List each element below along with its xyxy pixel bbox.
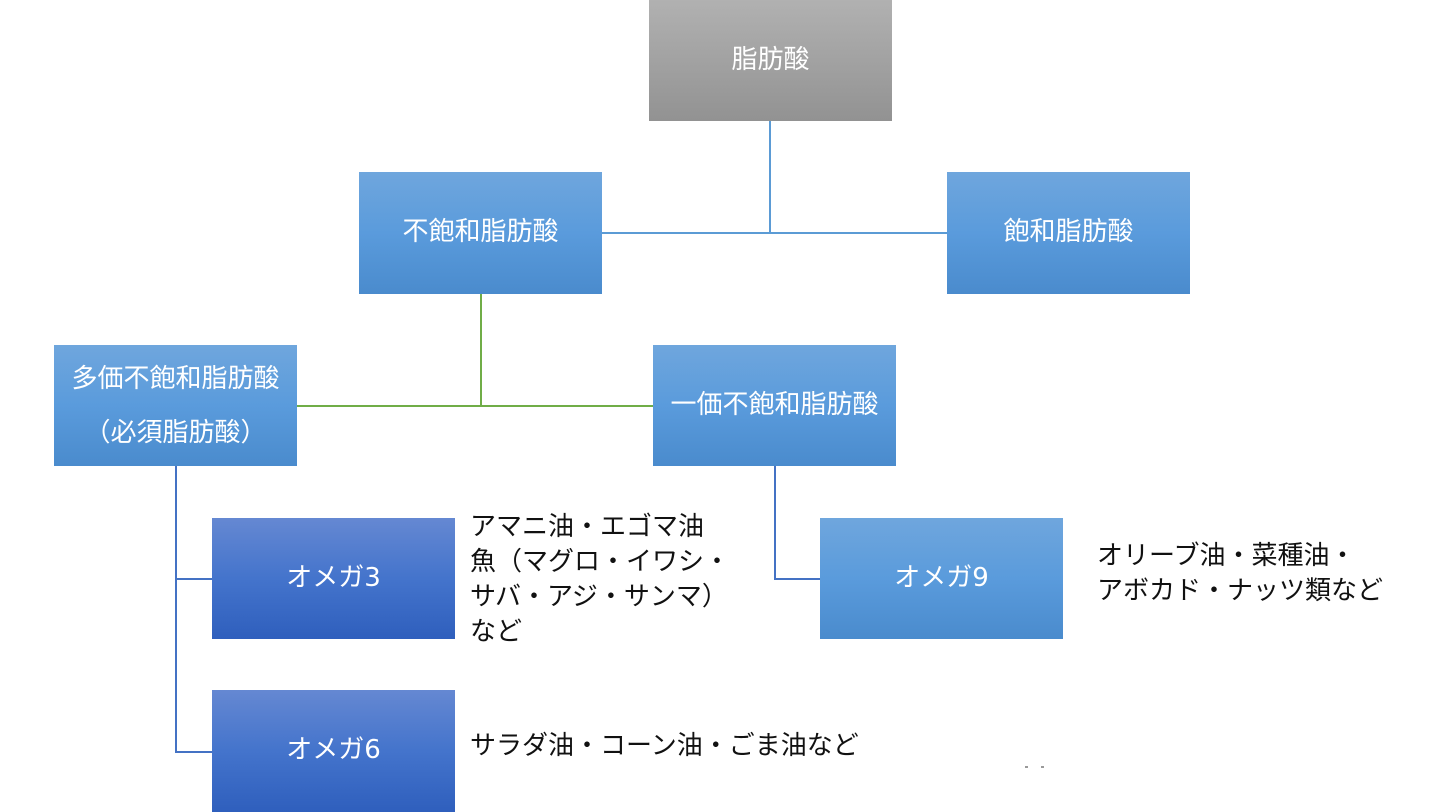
node-label: 一価不飽和脂肪酸: [670, 389, 879, 420]
connector-unsaturated-vertical: [480, 294, 482, 407]
description-line: アボカド・ナッツ類など: [1097, 576, 1384, 606]
description-line: オリーブ油・菜種油・: [1097, 541, 1356, 571]
node-omega3: オメガ3: [212, 518, 455, 639]
node-label: 不飽和脂肪酸: [402, 217, 559, 248]
description-line: 魚（マグロ・イワシ・: [470, 547, 731, 577]
connector-poly-vertical: [175, 466, 177, 753]
omega9-description: オリーブ油・菜種油・ アボカド・ナッツ類など: [1097, 539, 1383, 609]
node-label-line-2: （必須脂肪酸）: [84, 417, 267, 448]
connector-omega9-horizontal: [774, 578, 820, 580]
node-omega6: オメガ6: [212, 690, 455, 812]
node-label-line-1: 多価不飽和脂肪酸: [71, 363, 280, 394]
node-label: オメガ3: [286, 562, 381, 593]
node-label: 脂肪酸: [731, 44, 810, 75]
connector-level2-horizontal: [297, 405, 653, 407]
connector-omega3-horizontal: [175, 578, 212, 580]
stray-mark: [1025, 766, 1028, 768]
node-polyunsaturated-fatty-acid: 多価不飽和脂肪酸 （必須脂肪酸）: [54, 345, 297, 466]
node-monounsaturated-fatty-acid: 一価不飽和脂肪酸: [653, 345, 896, 466]
node-saturated-fatty-acid: 飽和脂肪酸: [947, 172, 1190, 294]
connector-level1-horizontal: [602, 232, 947, 234]
node-fatty-acid: 脂肪酸: [649, 0, 892, 121]
omega6-description: サラダ油・コーン油・ごま油など: [470, 729, 859, 764]
omega3-description: アマニ油・エゴマ油 魚（マグロ・イワシ・ サバ・アジ・サンマ） など: [470, 510, 730, 650]
node-label: オメガ6: [286, 735, 381, 766]
connector-mono-vertical: [774, 466, 776, 580]
node-label: 飽和脂肪酸: [1003, 217, 1134, 248]
connector-omega6-horizontal: [175, 751, 212, 753]
description-line: サラダ油・コーン油・ごま油など: [470, 731, 859, 761]
node-label: オメガ9: [894, 562, 989, 593]
connector-root-vertical: [769, 121, 771, 234]
description-line: アマニ油・エゴマ油: [470, 512, 705, 542]
description-line: サバ・アジ・サンマ）: [470, 582, 728, 612]
node-omega9: オメガ9: [820, 518, 1063, 639]
description-line: など: [470, 617, 523, 647]
stray-mark: [1041, 766, 1044, 768]
node-unsaturated-fatty-acid: 不飽和脂肪酸: [359, 172, 602, 294]
